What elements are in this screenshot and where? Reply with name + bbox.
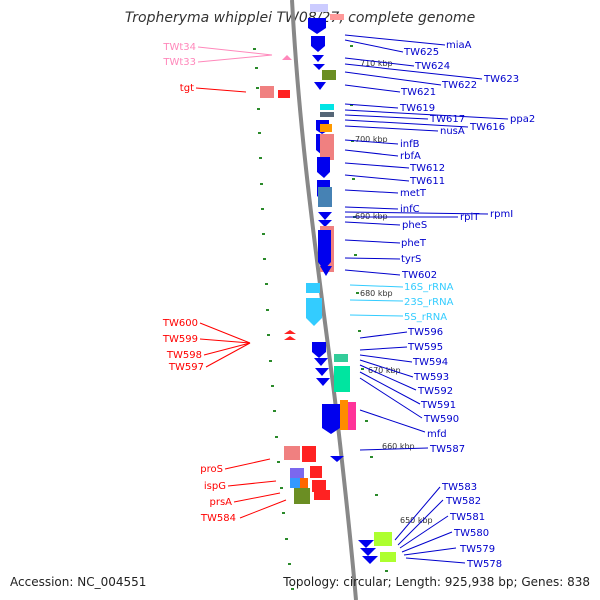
gene-label: TW578 [466, 559, 502, 570]
gene-label: TWt34 [162, 42, 196, 53]
outer-track [253, 48, 294, 590]
left-label-text: TWt34 TWt33 tgt TW600 TW599 TW598 TW597 … [162, 42, 236, 524]
gene-label: infC [400, 204, 420, 215]
gene-label: tyrS [401, 254, 421, 265]
gene-label: TW592 [417, 386, 453, 397]
gene-label: TW596 [407, 327, 443, 338]
tick-label: 710 kbp [360, 59, 393, 68]
gene-label: TW595 [407, 342, 443, 353]
gene-label: proS [200, 464, 223, 475]
tick-label: 670 kbp [368, 366, 401, 375]
accession-text: Accession: NC_004551 [10, 575, 146, 589]
gene-label: TW623 [483, 74, 519, 85]
left-leaders [195, 46, 287, 519]
right-labels [344, 34, 509, 276]
right-label-text: miaA TW625 TW624 TW623 TW622 TW621 TW619… [399, 40, 535, 570]
gene-label: miaA [446, 40, 472, 51]
gene-label: TW599 [162, 334, 198, 345]
gene-label: rbfA [400, 151, 421, 162]
rna-label: 5S_rRNA [404, 312, 447, 323]
right-labels-2 [359, 331, 466, 564]
gene-label: nusA [440, 126, 465, 137]
tick-label: 660 kbp [382, 442, 415, 451]
gene-label: prsA [209, 497, 232, 508]
gene-label: TW579 [459, 544, 495, 555]
tick-label: 700 kbp [355, 135, 388, 144]
gene-label: pheT [401, 238, 427, 249]
gene-label: TW582 [445, 496, 481, 507]
gene-label: TW598 [166, 350, 202, 361]
inner-track [350, 45, 388, 572]
gene-label: TW581 [449, 512, 485, 523]
tick-label: 680 kbp [360, 289, 393, 298]
gene-label: TW622 [441, 80, 477, 91]
gene-label: TW616 [469, 122, 505, 133]
gene-label: TWt33 [162, 57, 196, 68]
gene-label: TW602 [401, 270, 437, 281]
gene-label: TW580 [453, 528, 489, 539]
gene-label: mfd [427, 429, 447, 440]
gene-label: TW591 [420, 400, 456, 411]
gene-label: rpmI [490, 209, 513, 220]
rna-leaders [349, 284, 404, 317]
gene-label: TW584 [200, 513, 236, 524]
gene-label: TW611 [409, 176, 445, 187]
gene-label: TW619 [399, 103, 435, 114]
gene-label: TW612 [409, 163, 445, 174]
topology-text: Topology: circular; Length: 925,938 bp; … [282, 575, 590, 589]
gene-label: ispG [204, 481, 226, 492]
genome-backbone [290, 0, 358, 600]
gene-label: TW593 [413, 372, 449, 383]
gene-label: TW624 [414, 61, 450, 72]
rna-label: 16S_rRNA [404, 282, 454, 293]
rna-label: 23S_rRNA [404, 297, 454, 308]
gene-label: TW583 [441, 482, 477, 493]
gene-label: TW594 [412, 357, 448, 368]
gene-label: infB [400, 139, 420, 150]
tick-label: 650 kbp [400, 516, 433, 525]
gene-label: pheS [402, 220, 427, 231]
gene-label: tgt [180, 83, 194, 94]
gene-label: TW587 [429, 444, 465, 455]
gene-label: rplT [460, 212, 480, 223]
gene-label: metT [400, 188, 427, 199]
map-title: Tropheryma whipplei TW08/27, complete ge… [125, 10, 475, 26]
gene-label: TW590 [423, 414, 459, 425]
gene-label: TW625 [403, 47, 439, 58]
gene-features [260, 4, 396, 564]
gene-label: TW621 [400, 87, 436, 98]
gene-label: TW617 [429, 114, 465, 125]
gene-label: TW597 [168, 362, 204, 373]
gene-label: TW600 [162, 318, 198, 329]
gene-label: ppa2 [510, 114, 535, 125]
